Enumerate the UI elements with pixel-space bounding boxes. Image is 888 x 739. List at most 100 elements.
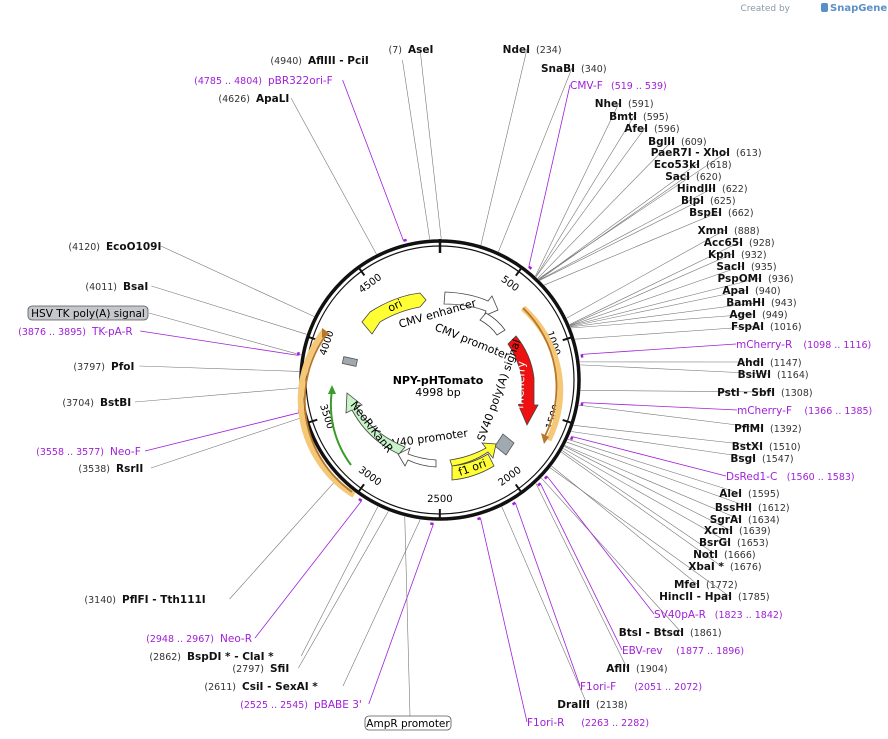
restriction-site[interactable]: AgeI(949) bbox=[729, 309, 787, 321]
restriction-site[interactable]: (3140)PflFI - Tth111I bbox=[84, 594, 205, 606]
hsv-tk-label: HSV TK poly(A) signal bbox=[31, 308, 145, 320]
restriction-site[interactable]: PaeR7I - XhoI(613) bbox=[651, 147, 762, 159]
site-position: (7) bbox=[389, 45, 402, 56]
site-name: PfoI bbox=[111, 361, 134, 373]
restriction-site[interactable]: (3797)PfoI bbox=[73, 361, 134, 373]
primer[interactable]: SV40pA-R(1823 .. 1842) bbox=[654, 609, 783, 621]
primer[interactable]: F1ori-R(2263 .. 2282) bbox=[527, 717, 649, 729]
site-position: (2611) bbox=[204, 682, 236, 693]
restriction-site[interactable]: BsrGI(1653) bbox=[699, 537, 769, 549]
restriction-site[interactable]: BamHI(943) bbox=[726, 297, 796, 309]
sv40-polya-feature[interactable] bbox=[494, 433, 515, 456]
leader-line bbox=[539, 187, 714, 281]
restriction-site[interactable]: XbaI *(1676) bbox=[688, 561, 761, 573]
primer[interactable]: (2525 .. 2545)pBABE 3' bbox=[240, 699, 362, 711]
site-name: AseI bbox=[408, 44, 433, 56]
primer-range: (1560 .. 1583) bbox=[787, 472, 855, 483]
primer[interactable]: (4785 .. 4804)pBR322ori-F bbox=[194, 75, 333, 87]
primer[interactable]: EBV-rev(1877 .. 1896) bbox=[622, 645, 744, 657]
restriction-site[interactable]: KpnI(932) bbox=[708, 249, 767, 261]
restriction-site[interactable]: BspEI(662) bbox=[689, 207, 753, 219]
primer[interactable]: mCherry-F(1366 .. 1385) bbox=[737, 405, 872, 417]
cmv-enhancer-feature[interactable] bbox=[443, 291, 499, 317]
site-name: ApaLI bbox=[256, 93, 289, 105]
primer-range: (2948 .. 2967) bbox=[146, 634, 214, 645]
restriction-site[interactable]: (3538)RsrII bbox=[78, 463, 143, 475]
restriction-site[interactable]: AhdI(1147) bbox=[737, 357, 802, 369]
primer[interactable]: mCherry-R(1098 .. 1116) bbox=[736, 339, 871, 351]
ampr-label: AmpR promoter bbox=[366, 718, 450, 730]
restriction-site[interactable]: SnaBI(340) bbox=[541, 63, 607, 75]
primer[interactable]: F1ori-F(2051 .. 2072) bbox=[580, 681, 702, 693]
restriction-site[interactable]: (4011)BsaI bbox=[85, 281, 148, 293]
mcherry-feature[interactable] bbox=[507, 335, 539, 426]
f1-ori-feature[interactable] bbox=[449, 442, 497, 467]
restriction-site[interactable]: SgrAI(1634) bbox=[710, 514, 780, 526]
site-position: (4011) bbox=[85, 282, 117, 293]
restriction-site[interactable]: BssHII(1612) bbox=[715, 502, 790, 514]
ampr-boxed-label[interactable]: AmpR promoter bbox=[364, 715, 452, 731]
restriction-site[interactable]: BtsI - BtsαI(1861) bbox=[619, 627, 722, 639]
restriction-site[interactable]: MfeI(1772) bbox=[674, 579, 738, 591]
primer[interactable]: CMV-F(519 .. 539) bbox=[570, 80, 667, 92]
restriction-site[interactable]: Acc65I(928) bbox=[704, 237, 775, 249]
restriction-site[interactable]: AleI(1595) bbox=[719, 488, 779, 500]
primer[interactable]: (3558 .. 3577)Neo-F bbox=[36, 446, 141, 458]
ruler-tick bbox=[357, 483, 365, 493]
restriction-site[interactable]: AflII(1904) bbox=[606, 663, 667, 675]
restriction-site[interactable]: (3704)BstBI bbox=[62, 397, 131, 409]
restriction-site[interactable]: AfeI(596) bbox=[624, 123, 679, 135]
restriction-site[interactable]: XcmI(1639) bbox=[704, 525, 771, 537]
ori-feature[interactable] bbox=[361, 292, 427, 335]
restriction-site[interactable]: DraIII(2138) bbox=[557, 699, 627, 711]
restriction-site[interactable]: (4940)AflIII - PciI bbox=[270, 55, 368, 67]
restriction-site[interactable]: BsiWI(1164) bbox=[738, 369, 809, 381]
restriction-site[interactable]: FspAI(1016) bbox=[731, 321, 802, 333]
leader-line bbox=[570, 289, 747, 327]
restriction-site[interactable]: ApaI(940) bbox=[722, 285, 780, 297]
restriction-site[interactable]: BlpI(625) bbox=[681, 195, 736, 207]
leader-line bbox=[573, 425, 761, 447]
sv40-promoter-feature[interactable] bbox=[397, 447, 437, 468]
restriction-site[interactable]: (2611)CsiI - SexAI * bbox=[204, 681, 318, 693]
ampr-label-box bbox=[364, 715, 452, 731]
restriction-site[interactable]: BstXI(1510) bbox=[732, 441, 801, 453]
restriction-site[interactable]: HindIII(622) bbox=[677, 183, 748, 195]
primer-range: (3558 .. 3577) bbox=[36, 447, 104, 458]
hsv-tk-boxed-label[interactable]: HSV TK poly(A) signal bbox=[27, 305, 149, 321]
primer-mark bbox=[358, 497, 363, 502]
primer[interactable]: (3876 .. 3895)TK-pA-R bbox=[18, 326, 133, 338]
restriction-site[interactable]: PstI - SbfI(1308) bbox=[717, 387, 813, 399]
restriction-site[interactable]: (2862)BspDI * - ClaI * bbox=[149, 651, 274, 663]
restriction-site[interactable]: NotI(1666) bbox=[693, 549, 756, 561]
restriction-site[interactable]: (7) AseI bbox=[389, 44, 434, 56]
site-name: BspEI bbox=[689, 207, 722, 219]
cmv-promoter-feature[interactable] bbox=[479, 312, 506, 336]
site-position: (596) bbox=[654, 124, 680, 135]
restriction-site[interactable]: SacII(935) bbox=[716, 261, 776, 273]
primer[interactable]: DsRed1-C(1560 .. 1583) bbox=[726, 471, 855, 483]
site-labels: NdeI(234) SnaBI(340) NheI(591)BmtI(595)Afe… bbox=[18, 44, 872, 729]
restriction-site[interactable]: PspOMI(936) bbox=[717, 273, 793, 285]
restriction-site[interactable]: (4626)ApaLI bbox=[218, 93, 289, 105]
restriction-site[interactable]: XmnI(888) bbox=[698, 225, 760, 237]
restriction-site[interactable]: (2797)SfiI bbox=[232, 663, 289, 675]
restriction-site[interactable]: Eco53kI(618) bbox=[654, 159, 732, 171]
restriction-site[interactable]: (4120)EcoO109I bbox=[68, 241, 161, 253]
neor-kanr-feature[interactable] bbox=[345, 392, 406, 455]
leader-line bbox=[151, 285, 307, 335]
restriction-site[interactable]: NheI(591) bbox=[595, 98, 654, 110]
restriction-site[interactable]: BmtI(595) bbox=[609, 111, 668, 123]
restriction-site[interactable]: BglII(609) bbox=[648, 136, 706, 148]
site-position: (3538) bbox=[78, 464, 110, 475]
restriction-site[interactable]: HincII - HpaI(1785) bbox=[659, 591, 769, 603]
restriction-site[interactable]: NdeI(234) bbox=[503, 44, 562, 56]
primer[interactable]: (2948 .. 2967)Neo-R bbox=[146, 633, 252, 645]
site-name: KpnI bbox=[708, 249, 735, 261]
hsv-tk-polya-feature[interactable] bbox=[341, 356, 358, 367]
site-position: (888) bbox=[734, 226, 760, 237]
restriction-site[interactable]: PflMI(1392) bbox=[734, 423, 801, 435]
restriction-site[interactable]: BsgI(1547) bbox=[730, 453, 793, 465]
site-position: (1147) bbox=[770, 358, 802, 369]
restriction-site[interactable]: SacI(620) bbox=[665, 171, 721, 183]
